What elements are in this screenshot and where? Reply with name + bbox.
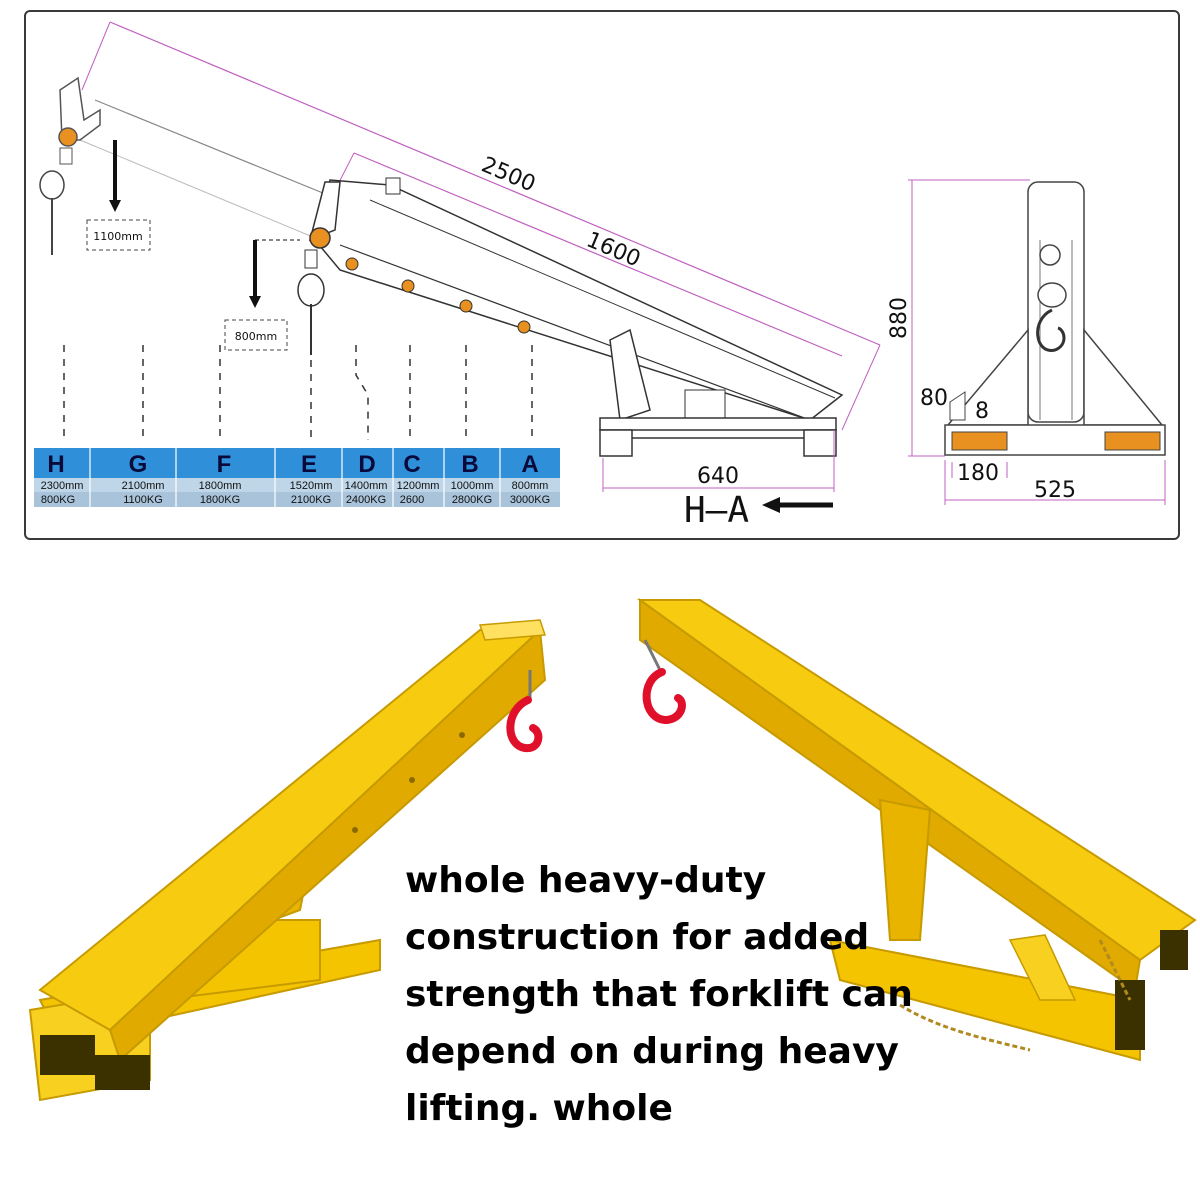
- view-arrow: [762, 497, 833, 513]
- table-load-b: 2800KG: [452, 494, 492, 506]
- drop-1100: 1100mm: [86, 140, 151, 251]
- right-jib-boom: [636, 598, 1197, 1062]
- main-boom: [297, 177, 844, 457]
- dim-180-label: 180: [957, 461, 999, 486]
- boom-extension: [39, 76, 341, 255]
- right-hook-icon: [642, 639, 686, 725]
- dim-80-label: 80: [920, 386, 948, 411]
- side-view: 880 80 8 180 525: [887, 179, 1166, 505]
- dim-525-label: 525: [1034, 478, 1076, 503]
- table-reach-b: 1000mm: [451, 480, 494, 492]
- table-header-g: G: [129, 451, 148, 478]
- left-hook-icon: [506, 670, 543, 753]
- table-header-c: C: [403, 451, 420, 478]
- dim-2500-label: 2500: [478, 153, 539, 198]
- table-header-d: D: [358, 451, 375, 478]
- drop-800: 800mm: [224, 239, 300, 351]
- drop-800-label: 800mm: [235, 330, 277, 343]
- table-header-f: F: [217, 451, 232, 478]
- view-label: H–A: [684, 490, 749, 531]
- table-load-c: 2600: [400, 494, 424, 506]
- left-jib-boom: [28, 619, 547, 1102]
- product-photo: [28, 598, 1197, 1102]
- dim-8-label: 8: [975, 399, 989, 424]
- table-header-h: H: [47, 451, 64, 478]
- product-caption: whole heavy-duty construction for added …: [405, 860, 913, 1129]
- drop-1100-label: 1100mm: [93, 230, 142, 243]
- table-load-e: 2100KG: [291, 494, 331, 506]
- table-header-a: A: [521, 451, 538, 478]
- table-header-b: B: [461, 451, 478, 478]
- table-load-f: 1800KG: [200, 494, 240, 506]
- load-capacity-table: H G F E D C B A 2300mm 2100mm 1800mm 152…: [34, 448, 560, 507]
- dimension-640: 640: [602, 430, 835, 492]
- table-header-e: E: [301, 451, 317, 478]
- technical-drawing: 2500 1600 1100mm: [34, 21, 1166, 531]
- table-load-a: 3000KG: [510, 494, 550, 506]
- table-reach-f: 1800mm: [199, 480, 242, 492]
- table-load-d: 2400KG: [346, 494, 386, 506]
- table-reach-c: 1200mm: [397, 480, 440, 492]
- table-reach-h: 2300mm: [41, 480, 84, 492]
- table-load-h: 800KG: [41, 494, 75, 506]
- dim-640-label: 640: [697, 464, 739, 489]
- table-reach-a: 800mm: [512, 480, 549, 492]
- dim-880-label: 880: [887, 297, 912, 339]
- table-reach-g: 2100mm: [122, 480, 165, 492]
- position-guides: [63, 345, 533, 440]
- dim-1600-label: 1600: [583, 228, 644, 273]
- table-reach-d: 1400mm: [345, 480, 388, 492]
- table-load-g: 1100KG: [123, 494, 163, 506]
- table-reach-e: 1520mm: [290, 480, 333, 492]
